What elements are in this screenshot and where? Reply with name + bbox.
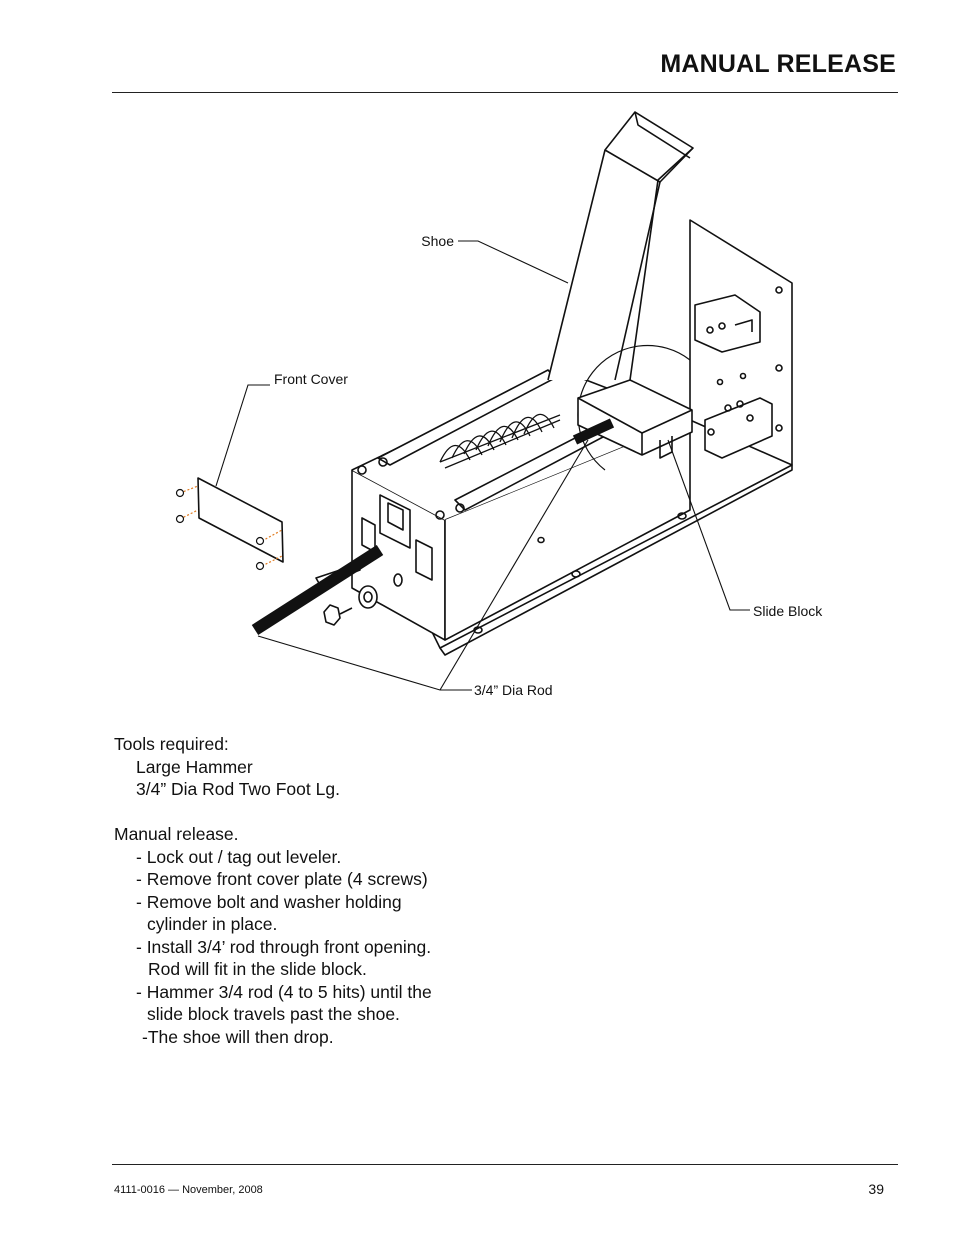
instructions: Tools required: Large Hammer 3/4” Dia Ro… <box>114 733 432 1048</box>
document-reference: 4111-0016 — November, 2008 <box>114 1184 263 1196</box>
procedure-step-continued: slide block travels past the shoe. <box>147 1004 400 1024</box>
tools-item: Large Hammer <box>136 756 253 777</box>
page-title: MANUAL RELEASE <box>660 50 896 78</box>
procedure-step: - Remove front cover plate (4 screws) <box>136 869 428 889</box>
procedure-step: -The shoe will then drop. <box>142 1026 334 1047</box>
tools-heading: Tools required: <box>114 734 229 754</box>
procedure-step: - Remove bolt and washer holding <box>136 891 402 912</box>
spacer <box>114 801 432 824</box>
callout-rod: 3/4” Dia Rod <box>474 682 553 698</box>
footer-rule <box>112 1164 898 1165</box>
procedure-step: - Install 3/4’ rod through front opening… <box>136 936 432 957</box>
page-number: 39 <box>868 1181 884 1197</box>
callout-slide-block: Slide Block <box>753 603 823 619</box>
procedure-step: - Lock out / tag out leveler. <box>136 846 342 867</box>
procedure-step: - Hammer 3/4 rod (4 to 5 hits) until the <box>136 981 432 1002</box>
procedure-heading: Manual release. <box>114 824 239 844</box>
tools-item: 3/4” Dia Rod Two Foot Lg. <box>136 779 340 799</box>
header-rule <box>112 92 898 93</box>
callout-shoe: Shoe <box>421 233 454 249</box>
diagram-svg: Shoe Front Cover Slide Block 3/4” Dia Ro… <box>175 111 823 698</box>
procedure-step-continued: Rod will fit in the slide block. <box>148 959 367 979</box>
procedure-step-continued: cylinder in place. <box>147 914 278 934</box>
callout-front-cover: Front Cover <box>274 371 348 387</box>
manual-release-diagram: Shoe Front Cover Slide Block 3/4” Dia Ro… <box>0 100 954 720</box>
